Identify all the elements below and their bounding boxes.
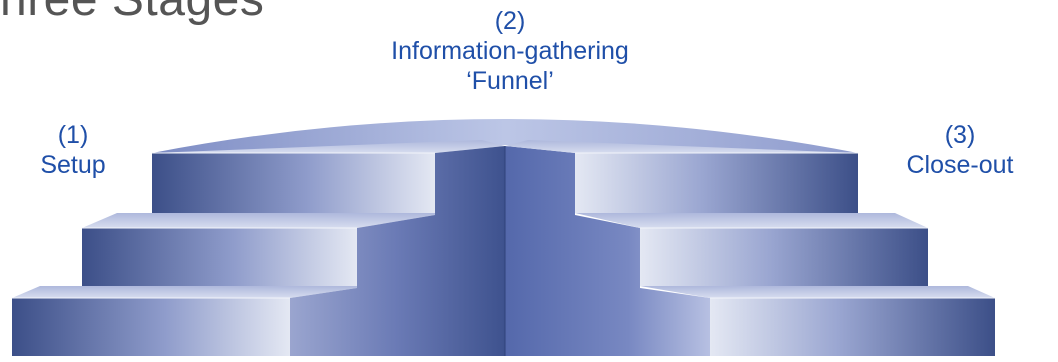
stage-3-number: (3)	[944, 121, 976, 149]
right-step-3-top	[505, 140, 858, 153]
stage-1-label: (1) Setup	[8, 120, 138, 180]
left-step-2-front	[82, 228, 357, 286]
stage-2-label: (2) Information-gathering ‘Funnel’	[290, 6, 730, 96]
left-step-3-top	[152, 140, 505, 153]
right-step-1-top	[640, 286, 995, 298]
top-platform	[152, 119, 858, 153]
left-step-1-front	[12, 298, 290, 356]
right-side-riser	[505, 146, 710, 356]
slide-title: hree Stages	[0, 0, 264, 27]
stage-2-name: Information-gathering	[391, 37, 629, 65]
right-step-1-front	[710, 298, 995, 356]
stage-3-name: Close-out	[906, 151, 1014, 179]
right-step-2-top	[575, 213, 928, 228]
right-step-2-front	[640, 228, 928, 286]
stage-3-label: (3) Close-out	[862, 120, 1058, 180]
stage-2-number: (2)	[494, 7, 526, 35]
left-step-3-front	[152, 153, 435, 213]
left-side-riser	[290, 146, 505, 356]
stage-1-number: (1)	[57, 121, 89, 149]
stage-2-name-line2: ‘Funnel’	[466, 67, 554, 95]
right-step-3-front	[575, 153, 858, 213]
left-step-2-top	[82, 213, 435, 228]
left-step-1-top	[12, 286, 357, 298]
stage-1-name: Setup	[40, 151, 106, 179]
